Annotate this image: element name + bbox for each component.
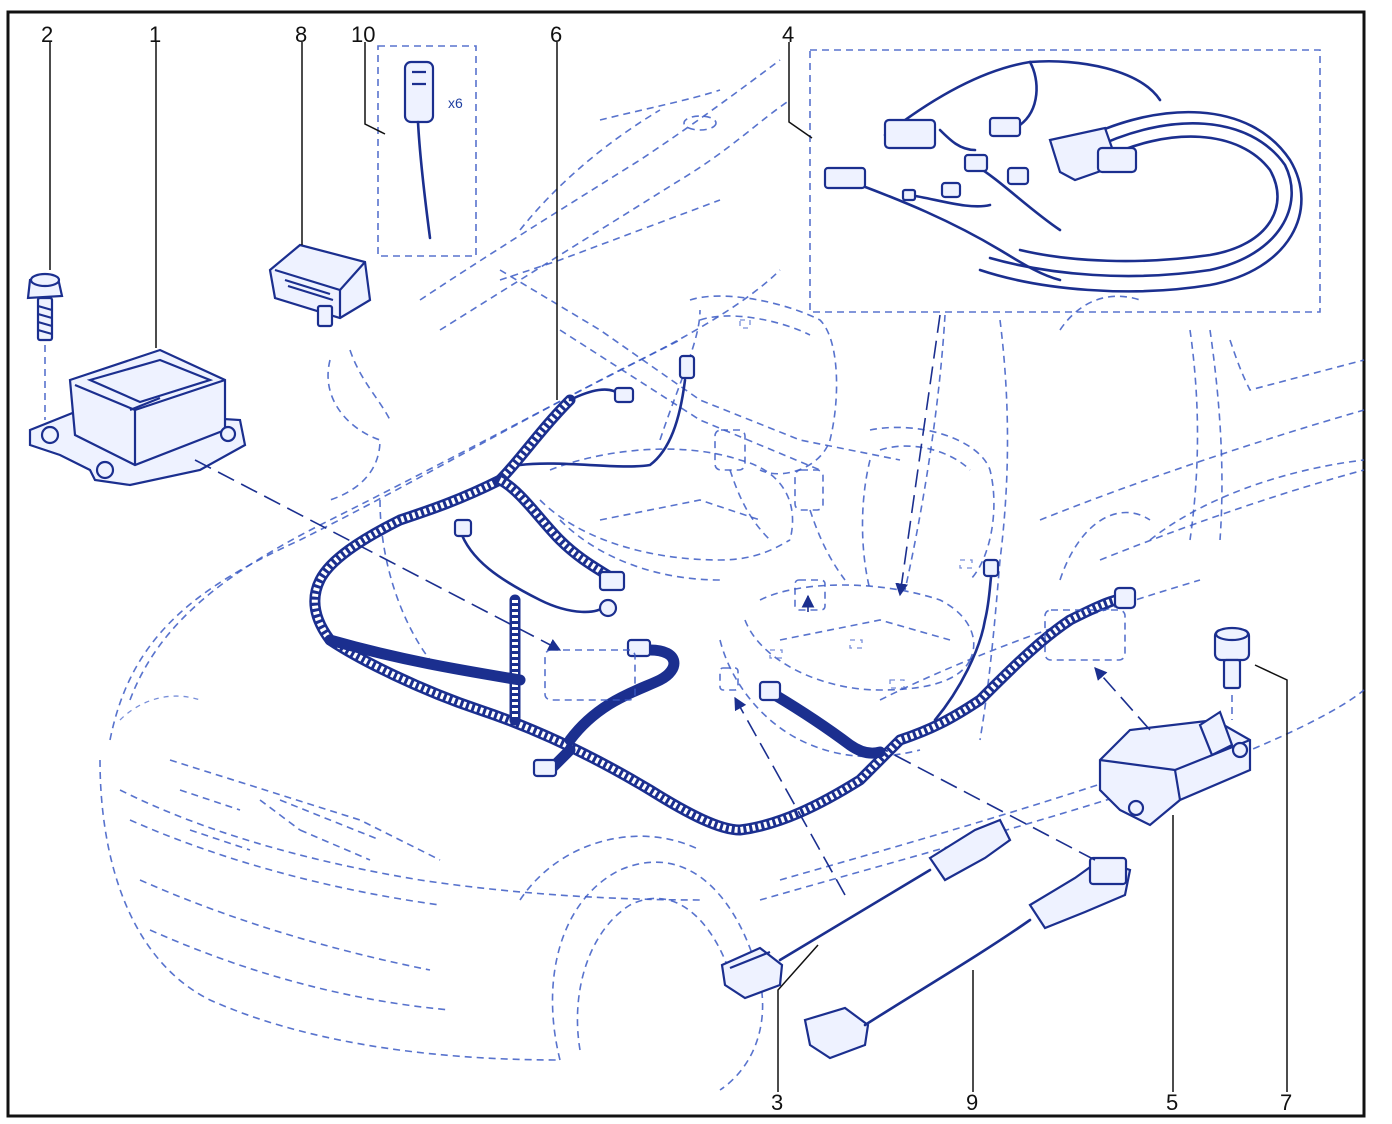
diagram-border — [6, 10, 1366, 1118]
airbag-control-unit — [28, 348, 247, 487]
main-wiring-harness — [309, 354, 1137, 836]
assembly-arrows — [194, 314, 1151, 896]
impact-sensor-unit — [1098, 710, 1252, 827]
quantity-note: x6 — [448, 95, 463, 111]
callout-1: 1 — [149, 22, 161, 47]
sensor-screw — [1213, 626, 1251, 720]
mounting-bolt-ecu — [26, 272, 64, 420]
callout-8: 8 — [295, 22, 307, 47]
adapter-lead-3 — [720, 818, 1012, 1000]
callout-7: 7 — [1280, 1090, 1292, 1115]
wiring-kit-inset — [809, 49, 1321, 591]
callout-labels: 2 1 8 10 6 4 3 9 5 7 — [41, 22, 1292, 1115]
callout-2: 2 — [41, 22, 53, 47]
front-seats-outline — [539, 295, 995, 758]
callout-3: 3 — [771, 1090, 783, 1115]
callout-5: 5 — [1166, 1090, 1178, 1115]
callout-9: 9 — [966, 1090, 978, 1115]
adapter-lead-9 — [803, 856, 1132, 1060]
callout-leaders — [49, 42, 1288, 1092]
multi-pin-connector — [268, 243, 372, 328]
car-body-outline — [99, 59, 1365, 1091]
callout-4: 4 — [782, 22, 794, 47]
seat-belt-connector-inset: x6 — [377, 45, 477, 257]
callout-6: 6 — [550, 22, 562, 47]
callout-10: 10 — [351, 22, 375, 47]
